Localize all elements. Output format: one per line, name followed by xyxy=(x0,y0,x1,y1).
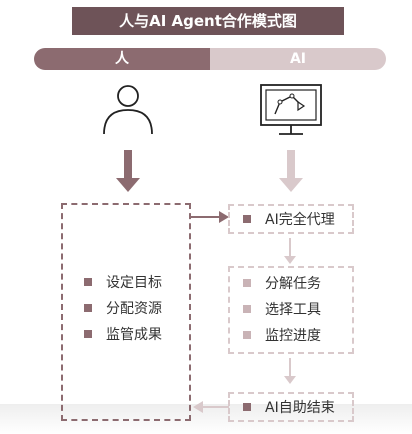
flow-down-arrow xyxy=(284,238,296,264)
person-icon xyxy=(103,85,153,135)
bullet-square xyxy=(243,305,251,313)
ai-end-box xyxy=(228,392,354,422)
bullet-square xyxy=(243,403,251,411)
ai-step-list: 分解任务 选择工具 监控进度 xyxy=(243,270,353,348)
human-down-arrow xyxy=(116,150,140,192)
bullet-square xyxy=(243,331,251,339)
ai-header: AI xyxy=(210,48,386,70)
list-item: 分解任务 xyxy=(243,270,353,296)
step-label: 选择工具 xyxy=(265,302,321,318)
step-label: 分解任务 xyxy=(265,276,321,292)
bullet-square xyxy=(243,279,251,287)
right-arrow xyxy=(191,211,229,223)
header-pill: 人 AI xyxy=(34,48,386,70)
ai-end-row: AI自助结束 xyxy=(243,392,335,422)
human-tasks-box xyxy=(61,203,191,421)
task-label: 分配资源 xyxy=(106,301,162,317)
list-item: 设定目标 xyxy=(84,270,194,294)
bullet-square xyxy=(84,278,92,286)
human-task-list: 设定目标 分配资源 监管成果 xyxy=(84,270,194,346)
list-item: 监控进度 xyxy=(243,322,353,348)
left-arrow xyxy=(193,401,229,413)
bullet-square xyxy=(84,304,92,312)
flow-down-arrow xyxy=(284,358,296,384)
ai-start-box xyxy=(228,204,354,234)
ai-end-label: AI自助结束 xyxy=(265,400,335,416)
bullet-square xyxy=(84,330,92,338)
ai-steps-box xyxy=(228,266,354,354)
list-item: 分配资源 xyxy=(84,296,194,320)
task-label: 设定目标 xyxy=(106,275,162,291)
bullet-square xyxy=(243,215,251,223)
ai-start-label: AI完全代理 xyxy=(265,212,335,228)
task-label: 监管成果 xyxy=(106,327,162,343)
step-label: 监控进度 xyxy=(265,328,321,344)
ai-down-arrow xyxy=(279,150,303,192)
list-item: 选择工具 xyxy=(243,296,353,322)
list-item: 监管成果 xyxy=(84,322,194,346)
diagram-title: 人与AI Agent合作模式图 xyxy=(72,7,344,35)
human-header: 人 xyxy=(34,48,210,70)
monitor-graph-icon xyxy=(260,84,322,135)
ai-start-row: AI完全代理 xyxy=(243,204,335,234)
